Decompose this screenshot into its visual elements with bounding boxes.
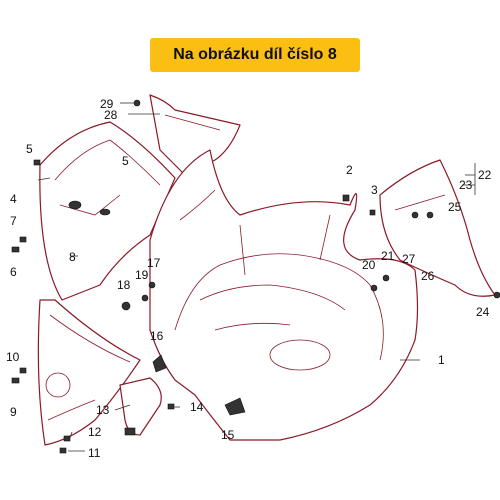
callout-5a: 5 bbox=[26, 142, 33, 156]
callout-13: 13 bbox=[96, 403, 110, 417]
callout-18: 18 bbox=[117, 278, 131, 292]
page-banner: Na obrázku díl číslo 8 bbox=[150, 38, 360, 72]
screw-part-6 bbox=[11, 246, 20, 253]
banner-text: Na obrázku díl číslo 8 bbox=[173, 46, 337, 63]
nut-part-19 bbox=[141, 294, 149, 302]
nut-part-20 bbox=[370, 284, 378, 292]
callout-11: 11 bbox=[88, 446, 101, 460]
callout-8: 8 bbox=[69, 250, 76, 264]
screw-part-11 bbox=[59, 447, 67, 454]
callout-4: 4 bbox=[10, 192, 17, 206]
callout-10: 10 bbox=[6, 350, 20, 364]
callout-1: 1 bbox=[438, 353, 445, 367]
callout-17: 17 bbox=[147, 256, 161, 270]
callout-2: 2 bbox=[346, 163, 353, 177]
screw-part-10 bbox=[19, 367, 27, 374]
screw-part-5 bbox=[33, 159, 41, 166]
screw-part-12 bbox=[63, 435, 71, 442]
callout-6: 6 bbox=[10, 265, 17, 279]
callout-3: 3 bbox=[371, 183, 378, 197]
nut-part-24 bbox=[493, 291, 500, 299]
callout-28: 28 bbox=[104, 108, 118, 122]
callout-15: 15 bbox=[221, 428, 235, 442]
nut-part-29 bbox=[133, 99, 141, 107]
small-bracket bbox=[119, 377, 162, 436]
callout-27: 27 bbox=[402, 252, 416, 266]
screw-part-7 bbox=[19, 236, 27, 243]
callout-9: 9 bbox=[10, 405, 17, 419]
callout-26: 26 bbox=[421, 269, 435, 283]
callout-5b: 5 bbox=[122, 154, 129, 168]
callout-labels: 1 2 3 4 5 5 6 7 8 9 10 11 12 13 14 15 16… bbox=[6, 97, 492, 460]
callout-7: 7 bbox=[10, 214, 17, 228]
screw-part-2 bbox=[342, 194, 350, 202]
upper-panel bbox=[149, 94, 241, 176]
callout-19: 19 bbox=[135, 268, 149, 282]
callout-12: 12 bbox=[88, 425, 102, 439]
callout-25: 25 bbox=[448, 200, 462, 214]
clip-part-16 bbox=[152, 354, 167, 373]
leader-lines bbox=[37, 102, 476, 452]
callout-29: 29 bbox=[100, 97, 114, 111]
clip-part-15 bbox=[224, 397, 246, 416]
screw-part-3 bbox=[369, 209, 376, 216]
callout-24: 24 bbox=[476, 305, 490, 319]
callout-20: 20 bbox=[362, 258, 376, 272]
nut-part-17 bbox=[148, 281, 156, 289]
callout-22: 22 bbox=[478, 168, 492, 182]
callout-14: 14 bbox=[190, 400, 204, 414]
screw-part-14 bbox=[167, 403, 175, 410]
lower-left-panel bbox=[37, 299, 141, 446]
callout-16: 16 bbox=[150, 329, 164, 343]
screw-part-9 bbox=[11, 377, 20, 384]
main-front-shield bbox=[149, 149, 419, 441]
nut-part-18 bbox=[121, 301, 131, 311]
callout-23: 23 bbox=[459, 178, 473, 192]
nut-part-21 bbox=[382, 274, 390, 282]
front-windshield bbox=[39, 121, 176, 301]
callout-21: 21 bbox=[381, 249, 395, 263]
